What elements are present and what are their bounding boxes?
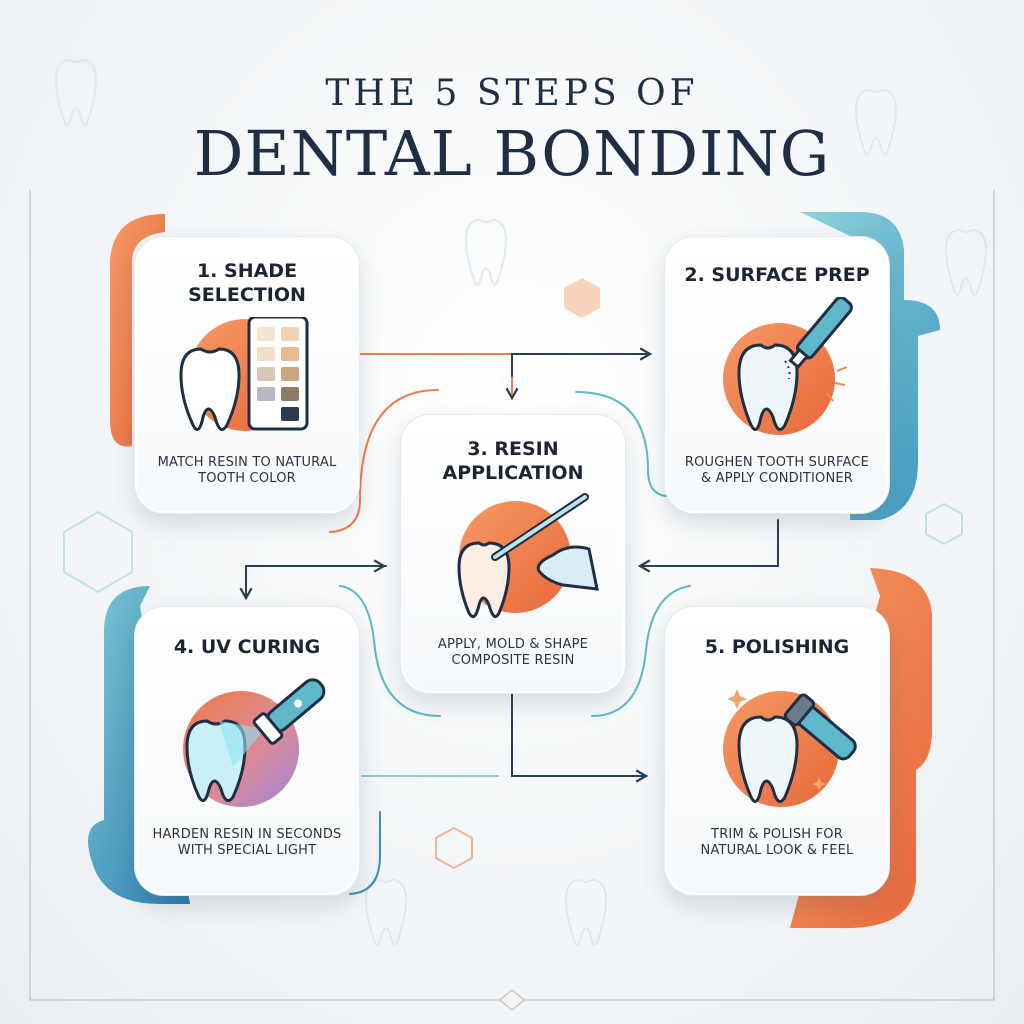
hexagon-accent-top	[564, 278, 600, 318]
step-description: MATCH RESIN TO NATURAL TOOTH COLOR	[157, 455, 337, 486]
connector-1-to-3	[359, 353, 519, 401]
connector-3-to-2	[511, 347, 653, 377]
step-card-resin-application: 3. RESIN APPLICATION APPLY, MOLD & SHAPE…	[400, 414, 626, 694]
step-description: APPLY, MOLD & SHAPE COMPOSITE RESIN	[437, 637, 589, 668]
tooth-etching-tool-icon	[723, 297, 853, 435]
step-description: ROUGHEN TOOTH SURFACE & APPLY CONDITIONE…	[684, 455, 870, 486]
step-description: TRIM & POLISH FOR NATURAL LOOK & FEEL	[700, 827, 854, 858]
title-line-1: THE 5 STEPS OF	[325, 73, 699, 114]
step-card-surface-prep: 2. SURFACE PREP ROUGHEN TOOTH SURFACE & …	[664, 236, 890, 514]
connectors	[239, 347, 779, 895]
background-tooth-pattern	[54, 58, 988, 946]
curve-accent-left	[329, 389, 439, 533]
uv-curing-light-icon	[183, 678, 326, 807]
hexagon-accent-left	[63, 510, 133, 594]
curve-accent-right	[575, 391, 667, 497]
step-card-shade-selection: 1. SHADE SELECTION MATCH RESIN TO NATURA…	[134, 236, 360, 514]
connector-3-to-5	[511, 693, 649, 783]
frame-ornament	[499, 989, 525, 1011]
step-title: 3. RESIN APPLICATION	[442, 438, 584, 484]
tooth-shade-guide-icon	[179, 317, 309, 431]
title-line-2: DENTAL BONDING	[193, 117, 831, 190]
hexagon-accent-right	[925, 502, 963, 546]
hand-applying-resin-icon	[457, 493, 599, 619]
step-title: 1. SHADE SELECTION	[188, 260, 306, 306]
step-title: 4. UV CURING	[173, 636, 321, 658]
curve-accent-bottom	[349, 811, 381, 895]
curve-accent-left-bottom	[339, 585, 441, 717]
step-card-uv-curing: 4. UV CURING HARDEN RESIN IN SECONDS WIT…	[134, 606, 360, 896]
curve-accent-right-bottom	[591, 585, 691, 717]
connector-2-to-3	[637, 519, 779, 573]
card1-orange-accent	[110, 214, 165, 447]
step-card-polishing: 5. POLISHING TRIM & POLISH FOR NATURAL L…	[664, 606, 890, 896]
page-title: THE 5 STEPS OF DENTAL BONDING	[0, 72, 1024, 192]
connector-3-to-4	[239, 565, 387, 601]
step-description: HARDEN RESIN IN SECONDS WITH SPECIAL LIG…	[152, 827, 342, 858]
hexagon-accent-bottom	[435, 826, 473, 870]
polishing-drill-icon	[723, 689, 857, 807]
step-title: 2. SURFACE PREP	[684, 264, 870, 286]
step-title: 5. POLISHING	[704, 636, 850, 658]
